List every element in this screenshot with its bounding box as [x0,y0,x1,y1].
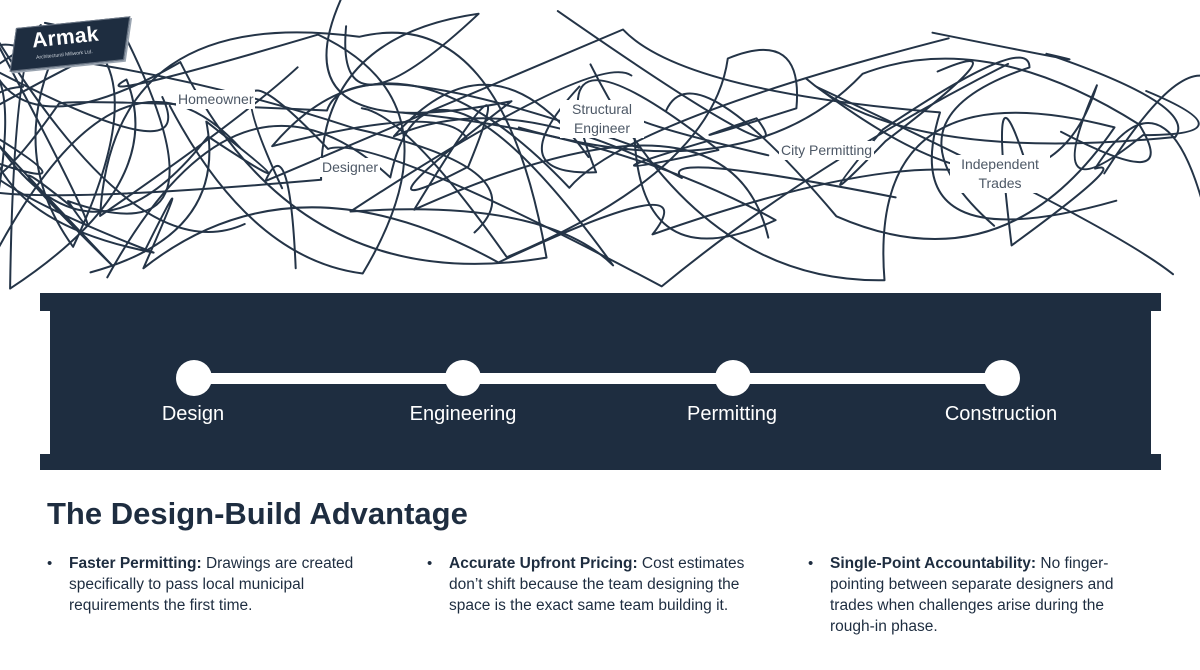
beam-top-flange [40,293,1161,311]
stakeholder-homeowner: Homeowner [176,90,256,109]
step-label-design: Design [161,403,225,425]
advantage-text: Cost estimates don’t shift because the t… [449,555,745,614]
tangle-line [0,21,116,248]
step-node-engineering [445,360,481,396]
tangle-line [106,71,633,279]
step-label-permitting: Permitting [686,403,778,425]
tangle-line [249,62,1010,288]
advantage-single-point-accountability: • Single-Point Accountability: No finger… [808,553,1153,637]
tangle-line [839,56,1031,227]
tangle-line [9,24,406,290]
stakeholder-structural-engineer: Structural Engineer [560,100,644,138]
advantage-faster-permitting: • Faster Permitting: Drawings are create… [47,553,397,616]
advantage-heading: Faster Permitting: [69,555,202,572]
tangle-line [0,43,494,234]
bullet-icon: • [808,555,814,572]
tangle-line [271,37,950,189]
tangle-line [0,12,480,197]
step-label-engineering: Engineering [409,403,517,425]
bullet-icon: • [427,555,433,572]
tangle-line [360,10,799,259]
armak-logo[interactable]: Armak Architectural Millwork Ltd. [9,16,131,72]
beam-bottom-flange [40,454,1161,470]
tangle-line [0,83,641,176]
tangle-line [0,31,548,265]
tangle-line [325,0,770,239]
tangle-line [805,31,1180,145]
section-title: The Design-Build Advantage [47,496,468,531]
tangle-line [540,79,720,174]
advantage-text: No finger-pointing between separate desi… [830,555,1114,635]
step-node-construction [984,360,1020,396]
tangle-line [0,145,155,268]
tangle-line [264,28,1118,270]
advantage-accurate-pricing: • Accurate Upfront Pricing: Cost estimat… [427,553,782,616]
bullet-icon: • [47,555,53,572]
process-track [193,373,1001,384]
advantage-heading: Single-Point Accountability: [830,555,1037,572]
step-label-construction: Construction [944,403,1058,425]
advantage-text: Drawings are created specifically to pas… [69,555,354,614]
tangled-lines-illustration [0,0,1200,290]
step-node-design [176,360,212,396]
advantage-heading: Accurate Upfront Pricing: [449,555,638,572]
stakeholder-city-permitting: City Permitting [779,141,875,160]
tangle-line [517,57,1152,163]
step-node-permitting [715,360,751,396]
stakeholder-designer: Designer [320,158,381,177]
stakeholder-independent-trades: Independent Trades [950,155,1050,193]
tangle-line [0,23,246,233]
